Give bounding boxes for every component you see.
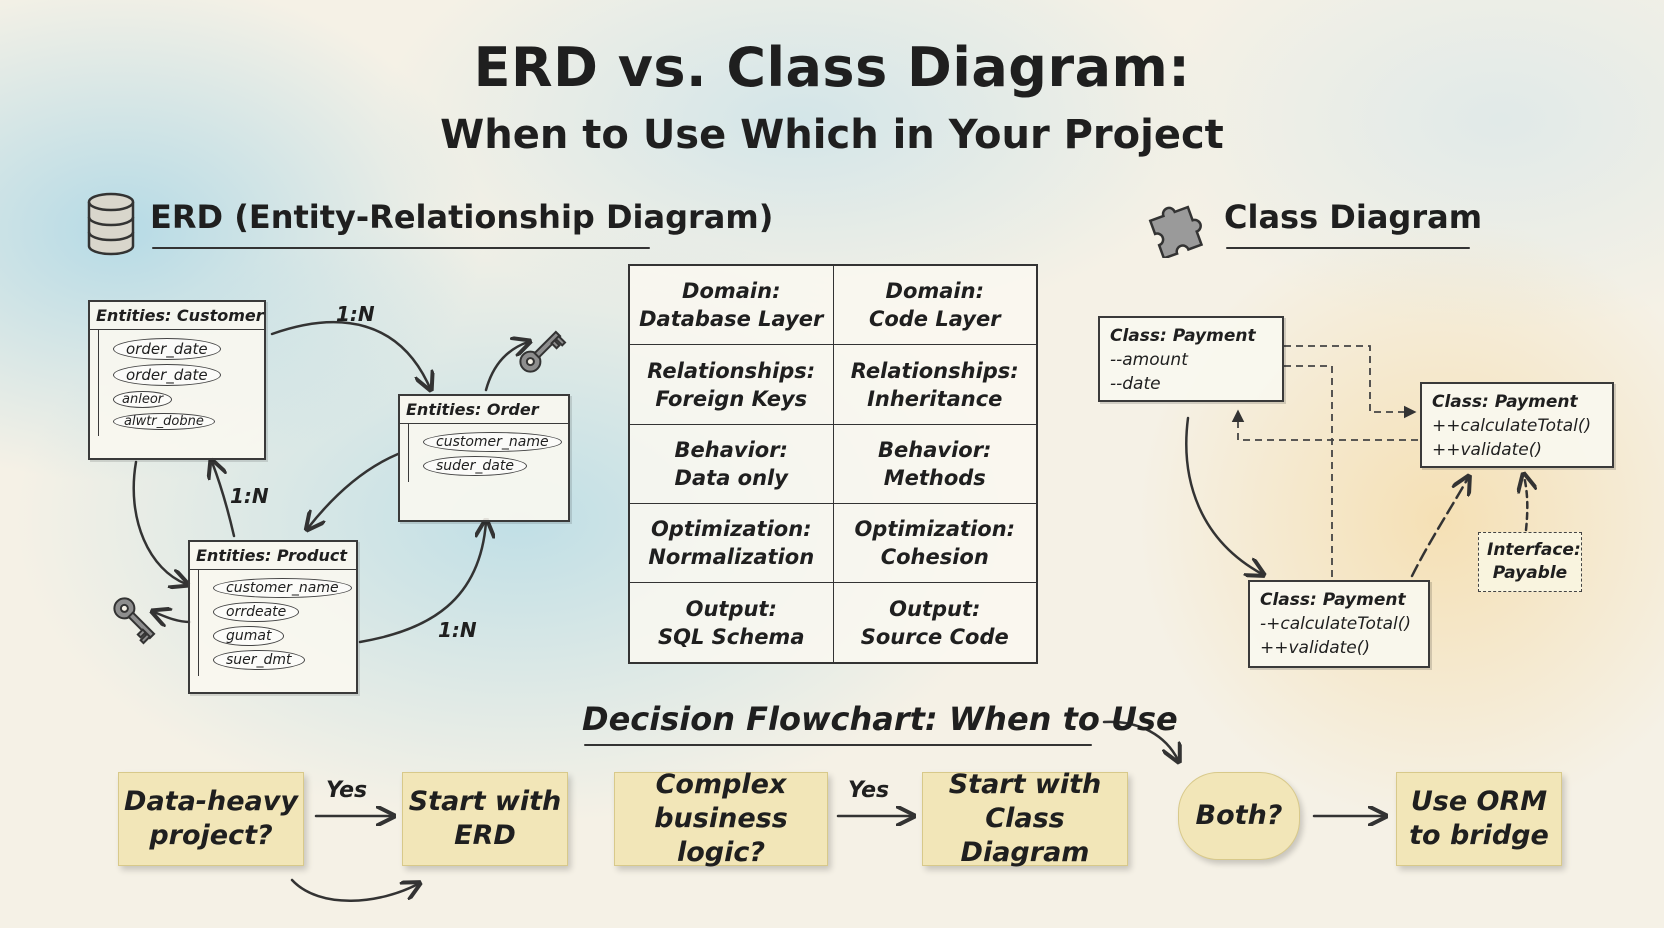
flow-arrow-heading-both [1102,720,1178,760]
entity-attribute: order_date [113,364,221,386]
table-row: Domain:Database Layer Domain:Code Layer [628,264,1038,346]
class-member: ++validate() [1260,638,1371,658]
page-subtitle: When to Use Which in Your Project [440,112,1224,158]
class-edge-dashed-2 [1284,365,1333,578]
key-icon [106,590,164,652]
table-cell-erd: Relationships:Foreign Keys [628,344,834,425]
flow-arrow-loop [290,878,418,902]
puzzle-icon [1146,196,1208,262]
entity-customer: Entities: Customer order_date order_date… [88,300,266,460]
table-row: Output:SQL Schema Output:Source Code [628,582,1038,664]
table-cell-class: Optimization:Cohesion [832,503,1038,584]
entity-product-title: Entities: Product [190,542,356,570]
class-edge-dashed-3 [1231,409,1418,441]
table-cell-class: Relationships:Inheritance [832,344,1038,425]
table-row: Behavior:Data only Behavior:Methods [628,423,1038,505]
entity-attribute: order_date [113,338,221,360]
flowchart-heading: Decision Flowchart: When to Use [582,700,1178,738]
erd-edge-order-product [308,452,400,528]
class-box-payment-bottom: Class: Payment -+calculateTotal() ++vali… [1248,580,1430,668]
class-member: -+calculateTotal() [1260,614,1412,634]
class-box-payment-top: Class: Payment --amount --date [1098,316,1284,402]
flow-label-yes: Yes [848,778,890,803]
class-edge-bottom-right [1410,478,1468,578]
table-row: Relationships:Foreign Keys Relationships… [628,344,1038,425]
entity-attribute: gumat [213,626,285,646]
class-diagram-heading: Class Diagram [1224,198,1483,236]
table-cell-erd: Optimization:Normalization [628,503,834,584]
flow-label-yes: Yes [326,778,368,803]
erd-edge-order-key [484,342,528,392]
flow-node-both: Both? [1178,772,1300,860]
table-cell-erd: Behavior:Data only [628,423,834,505]
class-diagram-heading-underline [1226,247,1470,249]
erd-edge-product-key [154,612,192,622]
erd-edge-product-order [358,522,486,644]
relation-label: 1:N [438,618,477,642]
class-member: --amount [1110,350,1188,370]
class-title: Class: Payment [1110,326,1256,346]
entity-attribute: anleor [113,391,173,408]
entity-attribute: customer_name [423,432,562,452]
key-icon [512,322,570,384]
erd-edge-customer-product [132,460,186,584]
entity-customer-title: Entities: Customer [90,302,264,330]
class-edge-dashed-1 [1284,345,1417,419]
table-cell-erd: Output:SQL Schema [628,582,834,664]
flowchart-heading-underline [584,744,1092,746]
erd-edge-customer-order [270,320,430,388]
entity-product: Entities: Product customer_name orrdeate… [188,540,358,694]
erd-heading-underline [152,247,650,249]
class-box-payment-right: Class: Payment ++calculateTotal() ++vali… [1420,382,1614,468]
page-title: ERD vs. Class Diagram: [473,36,1191,99]
class-member: ++calculateTotal() [1432,416,1592,436]
class-member: ++validate() [1432,440,1543,460]
entity-order-title: Entities: Order [400,396,568,424]
interface-payable: Interface: Payable [1478,532,1582,592]
entity-attribute: suer_dmt [213,650,305,670]
class-edge-topleft-bottom [1185,416,1262,574]
entity-order: Entities: Order customer_name suder_date [398,394,570,522]
table-row: Optimization:Normalization Optimization:… [628,503,1038,584]
class-member: --date [1110,374,1161,394]
comparison-table: Domain:Database Layer Domain:Code Layer … [628,264,1038,664]
relation-label: 1:N [336,302,375,326]
class-title: Class: Payment [1432,392,1578,412]
entity-attribute: customer_name [213,578,352,598]
entity-attribute: alwtr_dobne [113,413,215,430]
database-icon [86,192,136,260]
erd-heading: ERD (Entity-Relationship Diagram) [150,198,774,236]
entity-attribute: suder_date [423,456,527,476]
entity-attribute: orrdeate [213,602,300,622]
relation-label: 1:N [230,484,269,508]
table-cell-erd: Domain:Database Layer [628,264,834,346]
class-title: Class: Payment [1260,590,1406,610]
table-cell-class: Output:Source Code [832,582,1038,664]
table-cell-class: Behavior:Methods [832,423,1038,505]
erd-edge-product-customer [212,462,236,538]
table-cell-class: Domain:Code Layer [832,264,1038,346]
class-edge-interface-right [1524,476,1527,532]
